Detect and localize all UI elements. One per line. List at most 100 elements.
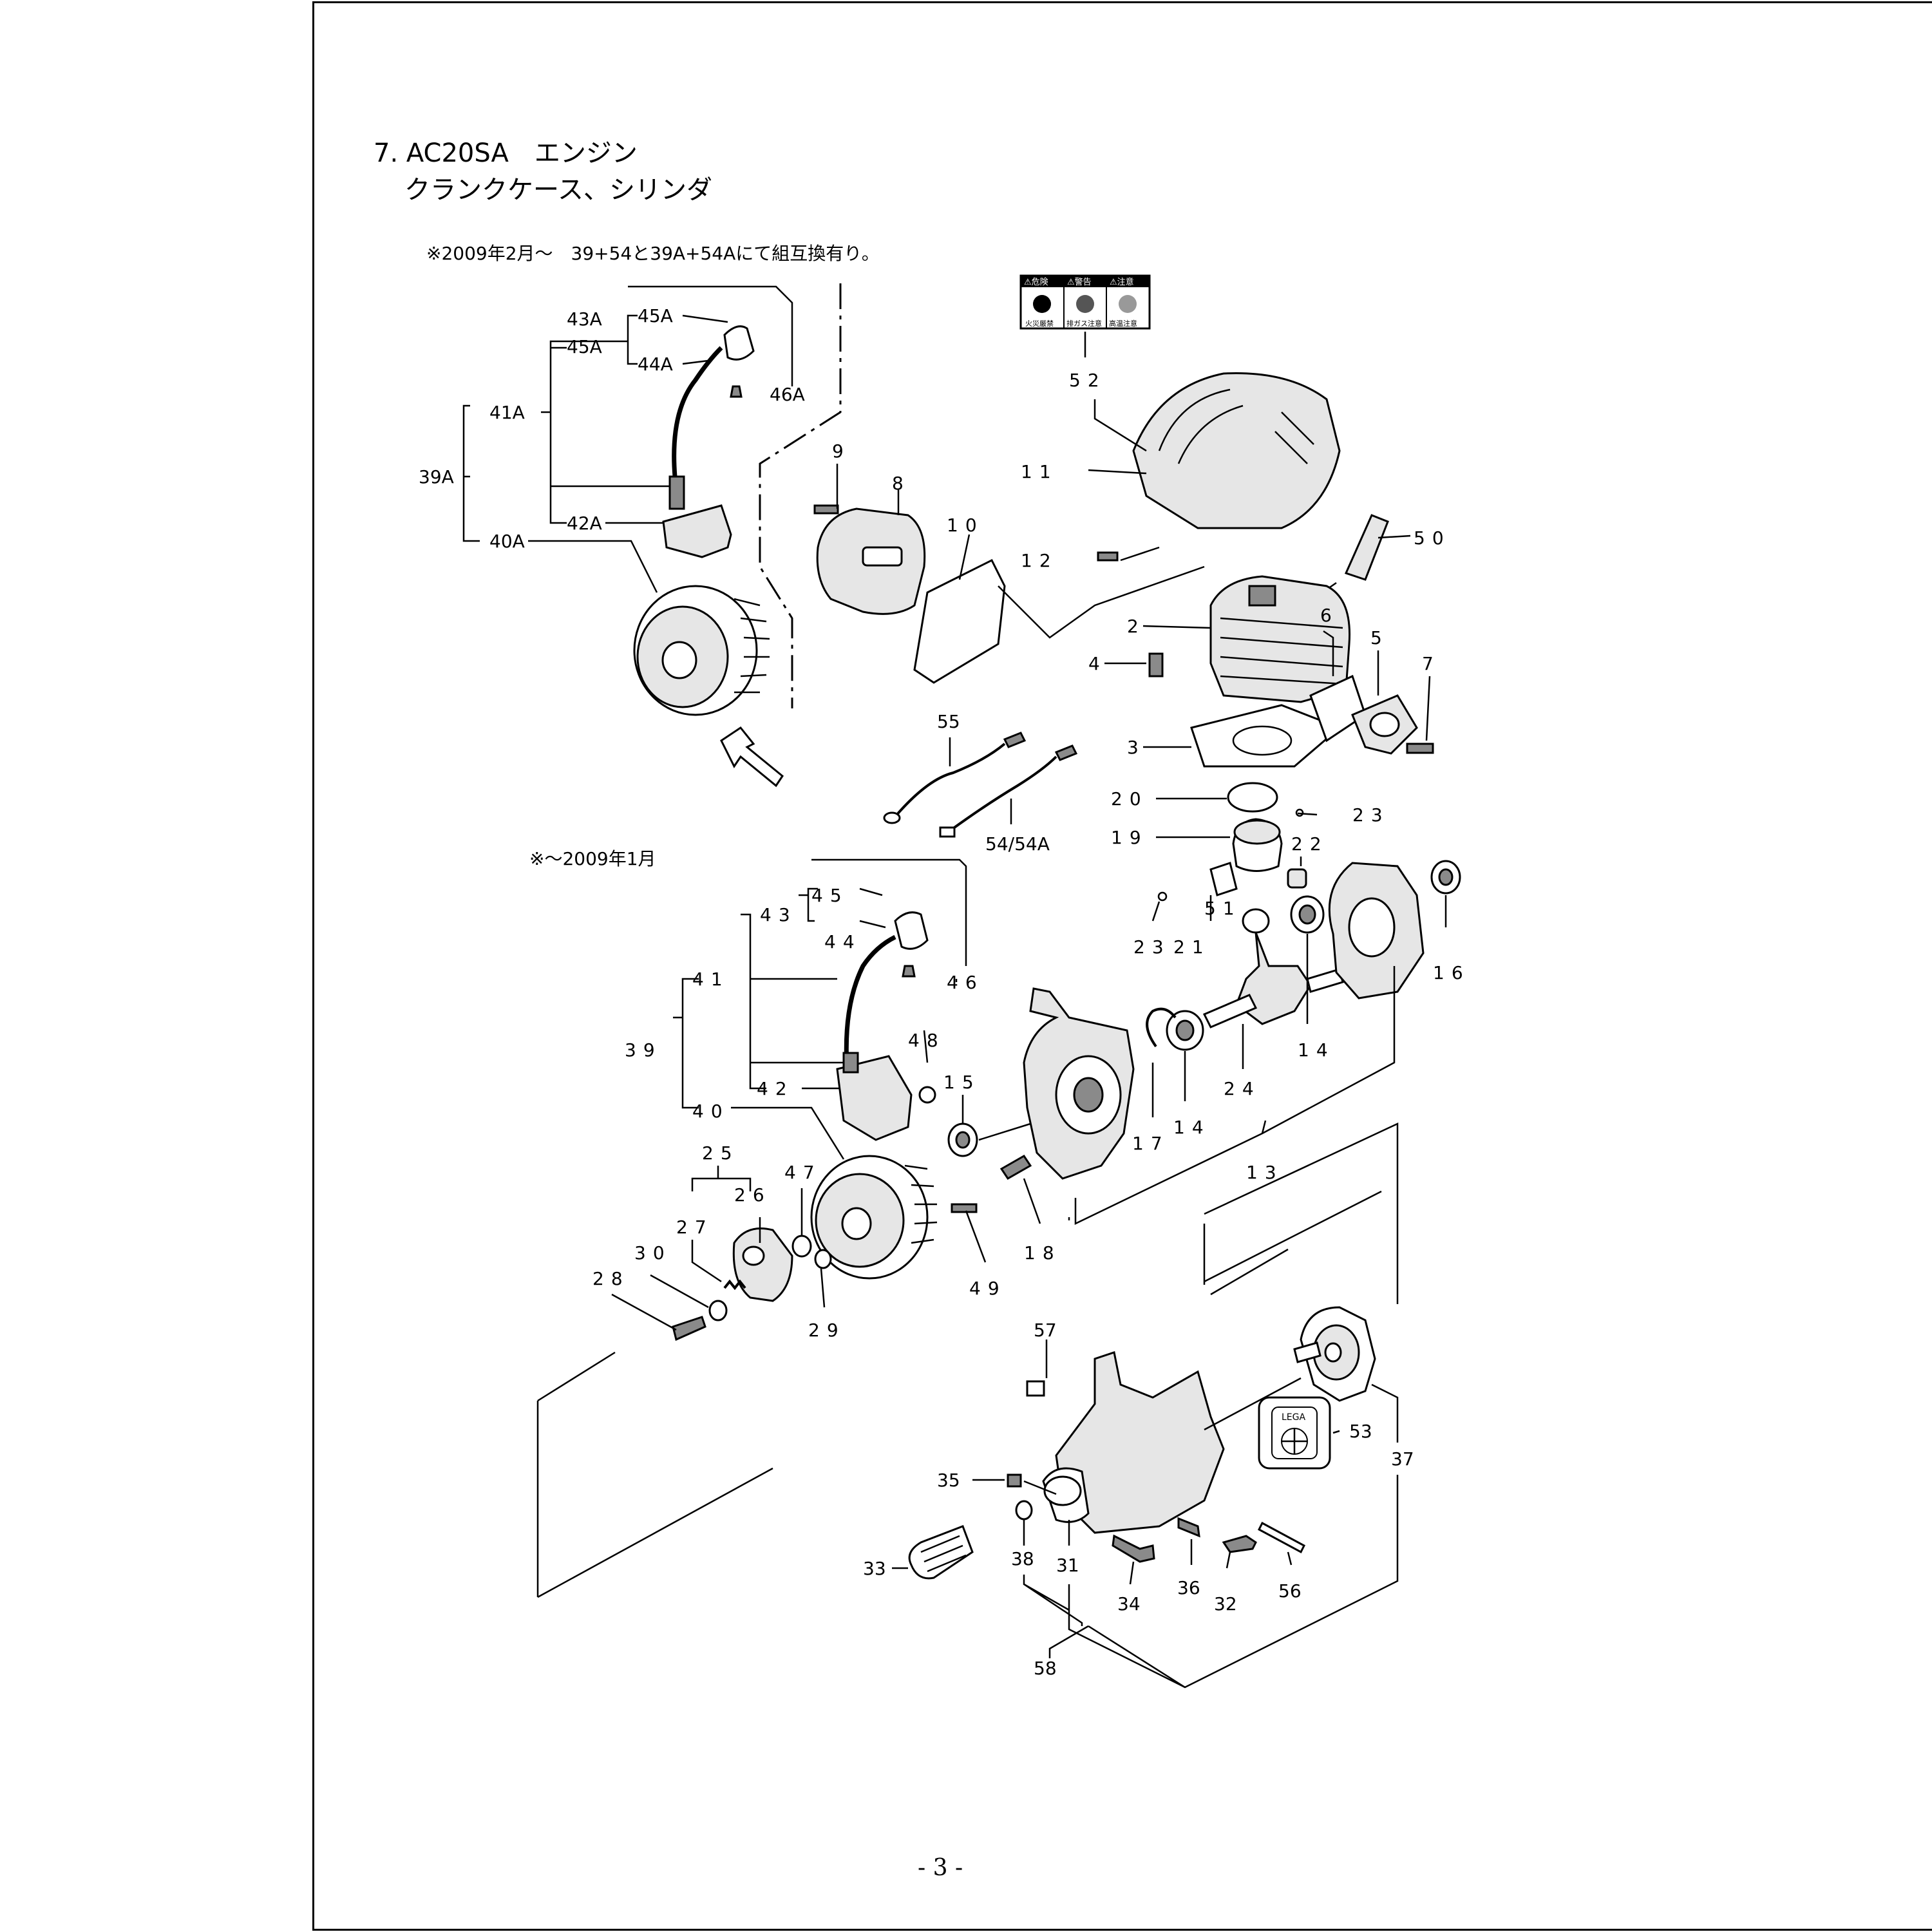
callout-23b: 23 [1133, 936, 1171, 958]
warning-heading-caution: ⚠注意 [1110, 277, 1134, 287]
crankshaft [1235, 932, 1312, 1025]
spark-plug [1344, 514, 1389, 581]
clutch-shoe [732, 1227, 793, 1302]
callout-34: 34 [1117, 1593, 1141, 1615]
ground-lead [894, 743, 1006, 818]
page-title: 7. AC20SA エンジン [374, 138, 638, 168]
warning-heading-warning: ⚠警告 [1067, 277, 1092, 287]
washer-38 [1015, 1500, 1033, 1520]
callout-3: 3 [1127, 737, 1139, 758]
coil-terminal [668, 475, 685, 510]
callout-41A: 41A [489, 402, 525, 423]
callout-8: 8 [892, 473, 904, 494]
hv-lead-old [844, 934, 896, 1066]
callout-19: 19 [1111, 827, 1148, 848]
cylinder-bolt [1148, 652, 1164, 677]
callout-58: 58 [1034, 1658, 1057, 1679]
callout-12: 12 [1021, 550, 1058, 571]
callout-38: 38 [1011, 1548, 1034, 1569]
page-number: - 3 - [918, 1855, 963, 1881]
callout-10: 10 [947, 515, 984, 536]
callout-49: 49 [969, 1278, 1007, 1299]
callout-35: 35 [937, 1470, 960, 1491]
warning-caption-hot: 高温注意 [1109, 319, 1137, 328]
callout-53: 53 [1349, 1421, 1372, 1442]
spacer [918, 1086, 936, 1104]
note-until-2009-01: ※～2009年1月 [529, 848, 656, 869]
callout-28: 28 [592, 1268, 630, 1289]
callout-33: 33 [863, 1558, 886, 1579]
callout-45: 45 [811, 885, 849, 906]
muffler-screw [813, 504, 839, 515]
callout-30: 30 [634, 1242, 672, 1264]
separator-dashed-line [759, 283, 842, 708]
needle-bearing [1287, 868, 1307, 889]
callout-14b: 14 [1173, 1117, 1211, 1138]
callout-11: 11 [1021, 461, 1058, 482]
warning-label: ⚠危険 ⚠警告 ⚠注意 火災厳禁 排ガス注意 高温注意 [1019, 274, 1151, 330]
circlip [1146, 1007, 1177, 1048]
clutch-spring [723, 1279, 746, 1291]
callout-45A: 45A [567, 336, 602, 357]
callout-47: 47 [784, 1162, 822, 1183]
callout-20: 20 [1111, 788, 1148, 810]
callout-4: 4 [1088, 653, 1100, 674]
callout-57: 57 [1034, 1320, 1057, 1341]
cylinder-top [1248, 585, 1276, 607]
callout-5: 5 [1370, 627, 1382, 649]
callout-41: 41 [692, 969, 730, 990]
washer-29 [814, 1249, 832, 1269]
ignition-coil [662, 504, 732, 558]
callout-45A-label: 45A [638, 305, 673, 327]
callout-50: 50 [1414, 527, 1451, 549]
brand-badge-text: LEGA [1282, 1412, 1305, 1423]
callout-14a: 14 [1298, 1039, 1335, 1061]
callout-2: 2 [1127, 616, 1139, 637]
cover-screw [1097, 551, 1119, 562]
warning-heading-danger: ⚠危険 [1024, 278, 1048, 287]
callout-51: 51 [1204, 898, 1242, 919]
callout-23a: 23 [1352, 804, 1390, 826]
callout-7: 7 [1422, 653, 1434, 674]
callout-32: 32 [1214, 1593, 1237, 1615]
hv-lead [672, 346, 723, 477]
plug-cap-old [894, 911, 929, 950]
piston-ring [1227, 782, 1278, 813]
screw-36 [1177, 1517, 1200, 1538]
callout-55: 55 [937, 711, 960, 732]
callout-27: 27 [676, 1217, 714, 1238]
callout-39A: 39A [419, 466, 454, 488]
callout-25: 25 [702, 1142, 739, 1164]
flywheel-bolt [951, 1203, 978, 1213]
callout-46: 46 [947, 972, 984, 993]
callout-42: 42 [757, 1078, 794, 1099]
crankcase-bolt [999, 1155, 1032, 1180]
cylinder-cover [1132, 372, 1341, 529]
insulator-bolt [1406, 743, 1434, 754]
callout-29: 29 [808, 1320, 846, 1341]
callout-54: 54/54A [985, 833, 1050, 855]
callout-24: 24 [1224, 1078, 1261, 1099]
callout-52: 52 [1069, 370, 1106, 391]
callout-46A: 46A [770, 384, 805, 405]
air-filter [908, 1525, 974, 1580]
label-57 [1026, 1380, 1045, 1397]
callout-16: 16 [1433, 962, 1470, 983]
callout-17: 17 [1132, 1133, 1170, 1154]
callout-6: 6 [1320, 605, 1332, 626]
callout-43A: 43A [567, 308, 602, 330]
screw-32 [1222, 1535, 1257, 1553]
washer-47 [791, 1235, 812, 1258]
callout-43: 43 [760, 904, 797, 925]
callout-37: 37 [1391, 1448, 1414, 1470]
callout-18: 18 [1024, 1242, 1061, 1264]
page-subtitle: クランクケース、シリンダ [404, 175, 712, 205]
callout-21: 21 [1173, 936, 1211, 958]
bolt-34 [1112, 1534, 1155, 1563]
nut-35 [1007, 1473, 1022, 1488]
pin-56 [1258, 1521, 1305, 1554]
page-frame [312, 1, 1932, 1931]
callout-22: 22 [1291, 833, 1329, 855]
clutch-bolt [672, 1316, 706, 1341]
